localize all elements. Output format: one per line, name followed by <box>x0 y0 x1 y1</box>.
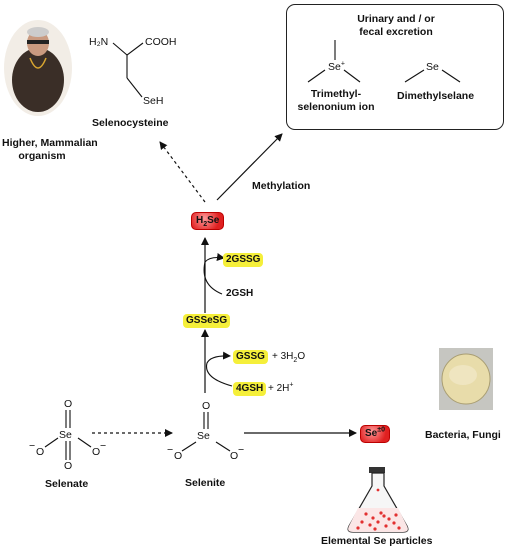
petri-dish-photo <box>439 348 493 410</box>
trimethyl-se-atom: Se+ <box>328 60 345 74</box>
selenocysteine-cooh: COOH <box>145 36 177 48</box>
arrow-to-selenocysteine <box>159 141 206 203</box>
mammal-label-line2: organism <box>18 150 66 162</box>
selenate-o-left: O <box>36 446 45 458</box>
selenate-o-top: O <box>64 398 73 410</box>
gssg-extra-pre: + 3H <box>272 351 294 362</box>
gssg-product-1: 2GSSG <box>223 253 264 267</box>
selenite-se: Se <box>197 430 210 442</box>
curved-arrow-1 <box>203 253 225 295</box>
dimethyl-se-atom: Se <box>426 61 439 73</box>
methylation-label: Methylation <box>252 180 311 192</box>
selenite-minus-right: − <box>238 444 245 456</box>
selenocysteine-structure <box>112 42 144 98</box>
excretion-title-line1: Urinary and / or <box>357 13 435 25</box>
selenocysteine-seh: SeH <box>143 95 164 107</box>
excretion-title: Urinary and / or fecal excretion <box>316 13 476 39</box>
gsh-reagent-1: 2GSH <box>226 288 254 299</box>
dimethyl-name: Dimethylselane <box>397 90 475 102</box>
selenite-label: Selenite <box>185 477 226 489</box>
h2se-se: Se <box>207 215 220 226</box>
trimethyl-se-text: Se <box>328 61 341 73</box>
se0-se: Se <box>365 428 378 439</box>
curved-arrow-2 <box>205 351 233 387</box>
gssg-product-2: GSSG <box>233 350 268 364</box>
trimethyl-charge: + <box>340 60 345 68</box>
gsh-reagent-2: 4GSH <box>233 382 267 396</box>
mammal-label: Higher, Mammalian organism <box>2 137 98 163</box>
selenite-minus-left: − <box>167 444 174 456</box>
gsh-extra: + 2H+ <box>268 381 294 395</box>
bacteria-label: Bacteria, Fungi <box>425 429 501 441</box>
excretion-box <box>286 4 504 130</box>
dimethylselane-structure <box>404 69 461 83</box>
selenite-o-left: O <box>174 450 183 462</box>
particles-label: Elemental Se particles <box>321 535 433 547</box>
h2se-sub: 2 <box>203 221 208 228</box>
trimethyl-name: Trimethyl- selenonium ion <box>296 88 376 114</box>
se0-sup: ±0 <box>377 426 385 434</box>
selenocysteine-label: Selenocysteine <box>92 117 169 129</box>
selenate-se: Se <box>59 429 72 441</box>
gssg-extra: + 3H2O <box>272 351 306 364</box>
selenate-label: Selenate <box>45 478 89 490</box>
se0-badge: Se±0 <box>360 425 390 443</box>
gsh-extra-pre: + 2H <box>268 383 290 394</box>
selenate-structure <box>44 410 92 460</box>
excretion-title-line2: fecal excretion <box>359 26 433 38</box>
mammal-label-line1: Higher, Mammalian <box>2 137 98 149</box>
h2se-h: H <box>196 215 204 226</box>
trimethyl-name-line2: selenonium ion <box>297 101 375 113</box>
trimethylselenonium-structure <box>307 40 361 83</box>
selenocysteine-h2n: H₂N <box>89 36 109 48</box>
selenite-structure <box>181 412 231 452</box>
gsh-extra-sup: + <box>289 381 294 389</box>
selenate-o-bottom: O <box>64 460 73 472</box>
selenate-minus-left: − <box>29 440 36 452</box>
gssg-extra-post: O <box>297 351 306 362</box>
selenate-o-right: O <box>92 446 101 458</box>
gssg-extra-sub: 2 <box>293 357 298 364</box>
flask-icon <box>347 467 409 533</box>
arrow-methylation <box>216 133 283 201</box>
selenate-minus-right: − <box>100 440 107 452</box>
h2se-badge: H2Se <box>191 212 225 230</box>
person-photo <box>4 20 72 116</box>
trimethyl-name-line1: Trimethyl- <box>310 88 362 100</box>
gsseg-label: GSSeSG <box>183 314 231 328</box>
selenite-o-top: O <box>202 400 211 412</box>
selenite-o-right: O <box>230 450 239 462</box>
